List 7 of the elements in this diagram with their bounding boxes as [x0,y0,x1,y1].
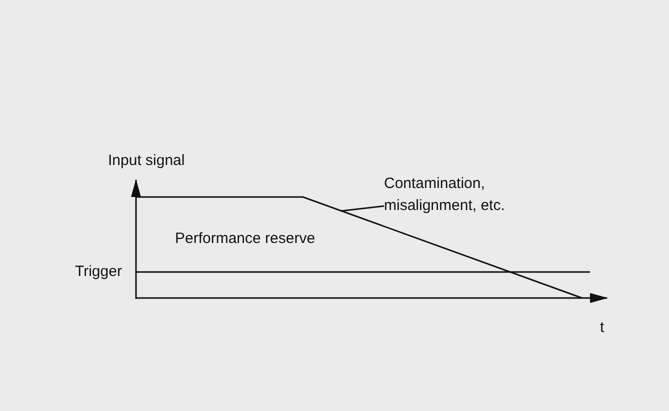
leader-line [340,205,384,212]
axis-label: Input signal [108,151,185,171]
signal-line [136,196,582,299]
axis-label: Trigger [75,262,122,282]
annotation-text: Contamination, misalignment, etc. [384,173,534,217]
area-label: Performance reserve [175,229,316,249]
axis-label: t [600,318,604,338]
